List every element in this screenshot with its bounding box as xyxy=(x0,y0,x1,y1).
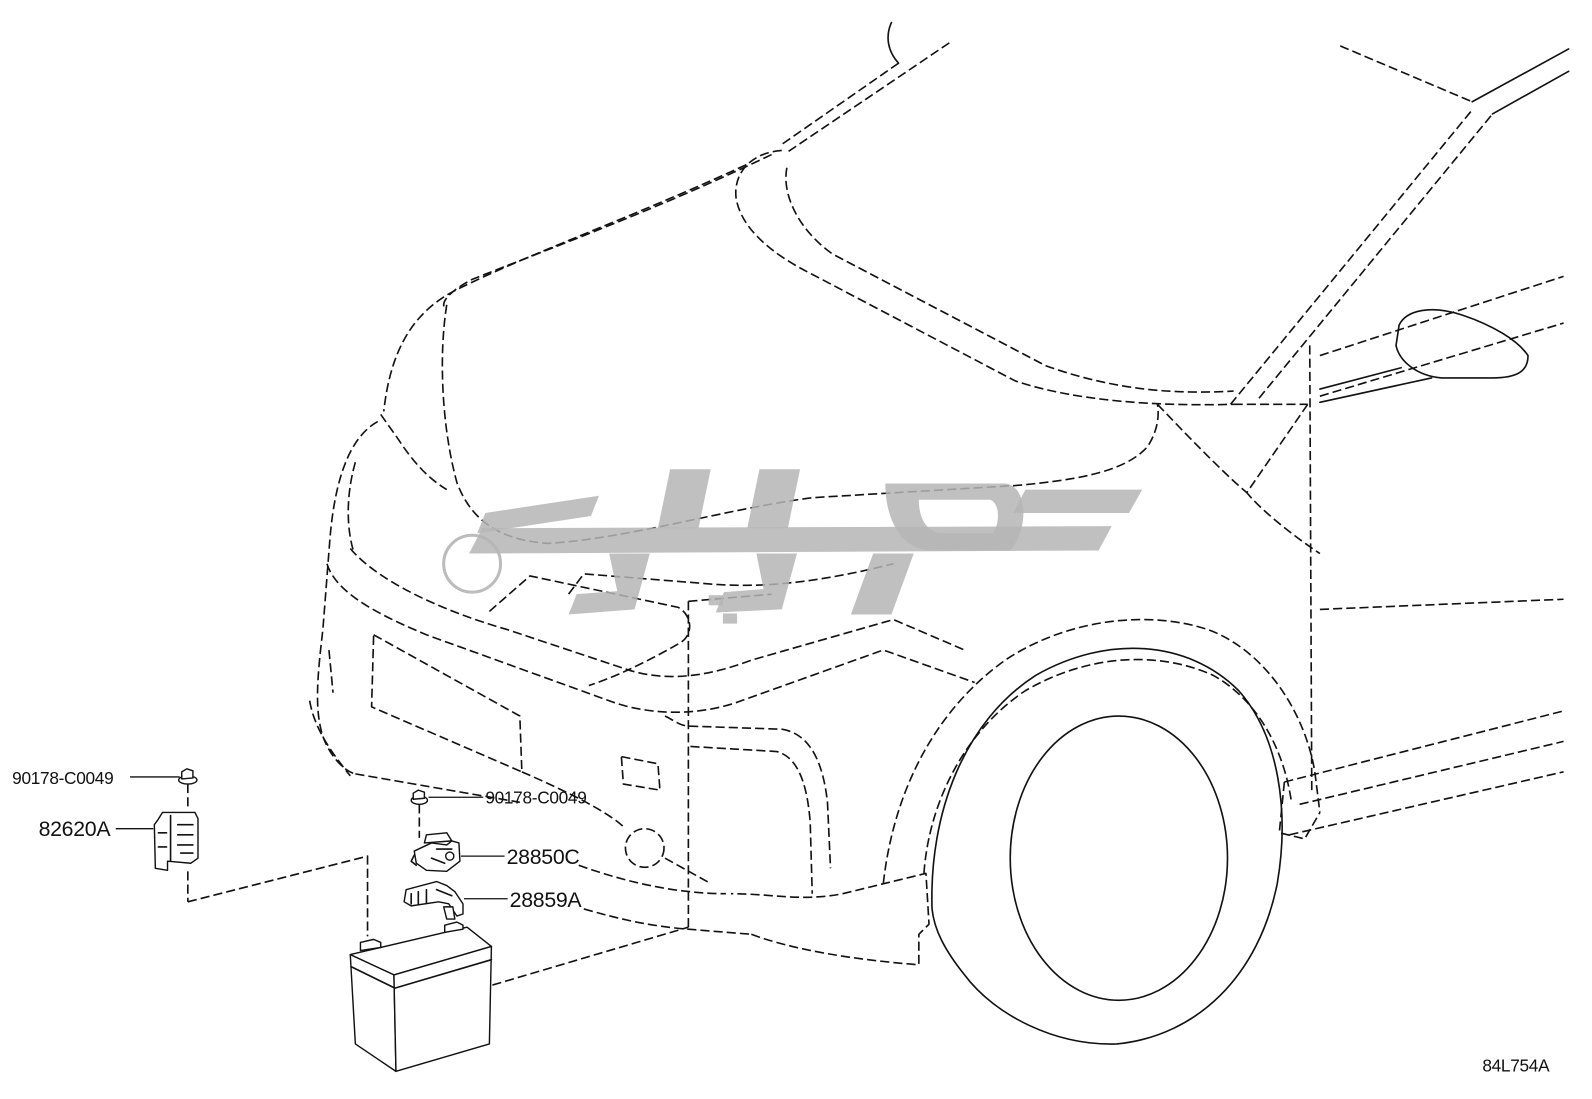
a-pillar-left-top xyxy=(887,21,900,64)
part-bracket[interactable] xyxy=(153,811,199,872)
roof-line xyxy=(1339,45,1473,103)
fender-front-edge xyxy=(1156,403,1248,494)
part-sensor-bracket[interactable] xyxy=(403,880,464,920)
side-marker-left xyxy=(328,649,334,693)
roof-rail-2 xyxy=(1491,70,1570,115)
license-plate-outline xyxy=(370,633,523,773)
front-intake-inner xyxy=(690,745,814,894)
battery xyxy=(349,921,493,1073)
battery-left-face xyxy=(349,953,397,1073)
callout-sensor-label[interactable]: 28850C xyxy=(507,845,580,869)
bumper-left-side xyxy=(316,420,379,775)
rocker-lower xyxy=(1289,771,1564,836)
roof-rail-1 xyxy=(1471,48,1570,103)
chin-spoiler xyxy=(731,872,930,966)
hood-left-edge xyxy=(382,163,747,412)
side-mirror xyxy=(1319,308,1529,404)
windshield-left-edge xyxy=(781,62,900,146)
wheel-arch-outer xyxy=(882,618,1321,884)
tire-outline xyxy=(931,647,1283,1045)
callout-bracket[interactable]: 82620A xyxy=(39,817,154,841)
side-window-lower xyxy=(1319,322,1564,397)
cowl-edge xyxy=(735,149,1234,406)
fog-lamp-outline xyxy=(624,827,665,869)
battery-terminal-left xyxy=(359,938,382,952)
headlight-inner-line xyxy=(380,413,448,491)
assembly-lines xyxy=(187,784,689,986)
windshield-right-edge xyxy=(1229,109,1473,405)
mirror-base-upper xyxy=(1319,366,1402,390)
callout-sensor-bracket[interactable]: 28859A xyxy=(463,888,583,912)
rocker-middle xyxy=(1299,740,1564,806)
watermark-logo xyxy=(442,469,1143,624)
callout-nut-center[interactable]: 90178-C0049 xyxy=(428,787,587,807)
part-nut-center[interactable] xyxy=(410,789,429,806)
assembly-line-bracket-to-battery xyxy=(187,855,369,937)
callout-sensor[interactable]: 28850C xyxy=(460,845,580,869)
hood-nose xyxy=(488,575,691,687)
part-nut-left[interactable] xyxy=(177,768,198,785)
bumper-left-lip xyxy=(308,700,351,777)
rim-outline xyxy=(1009,715,1229,1002)
cowl-edge-inner xyxy=(785,167,1234,393)
side-window-upper xyxy=(1319,275,1564,357)
callout-nut-center-label[interactable]: 90178-C0049 xyxy=(485,787,587,807)
body-side-crease xyxy=(1319,598,1564,611)
lower-grille-line xyxy=(521,771,625,829)
battery-terminal-right xyxy=(443,921,464,933)
bumper-bottom-edge xyxy=(355,773,520,804)
bumper-top-edge xyxy=(326,563,975,714)
hood-left-crease xyxy=(442,153,772,311)
bumper-lower-line-2 xyxy=(583,908,752,936)
part-sensor[interactable] xyxy=(410,832,461,873)
rocker-upper xyxy=(1284,710,1564,783)
door-front-edge xyxy=(1308,345,1313,793)
front-intake-outer xyxy=(664,715,832,869)
callout-bracket-label[interactable]: 82620A xyxy=(39,817,112,841)
callout-nut-left-label[interactable]: 90178-C0049 xyxy=(12,768,114,788)
windshield-left-edge-outer xyxy=(786,42,950,154)
assembly-line-battery-to-body xyxy=(492,926,689,986)
a-pillar-right xyxy=(1258,113,1494,399)
headlight-lower-edge xyxy=(347,461,357,551)
fender-crease xyxy=(1245,403,1321,555)
sensor-cover-outline xyxy=(620,755,661,791)
battery-lid-rim xyxy=(350,958,493,989)
fender-bottom xyxy=(1278,781,1321,840)
fog-lamp-surround xyxy=(664,857,712,885)
bumper-lower-line-1 xyxy=(578,864,726,895)
figure-code: 84L754A xyxy=(1482,1055,1550,1075)
upper-grille-line xyxy=(349,547,965,678)
mirror-housing xyxy=(1395,308,1529,379)
callout-nut-left[interactable]: 90178-C0049 xyxy=(12,768,180,788)
front-wheel xyxy=(931,647,1283,1045)
wheel-arch-inner xyxy=(923,658,1293,874)
mirror-base-lower xyxy=(1319,377,1433,404)
battery-front-face xyxy=(393,945,493,1073)
callout-sensor-bracket-label[interactable]: 28859A xyxy=(510,888,583,912)
